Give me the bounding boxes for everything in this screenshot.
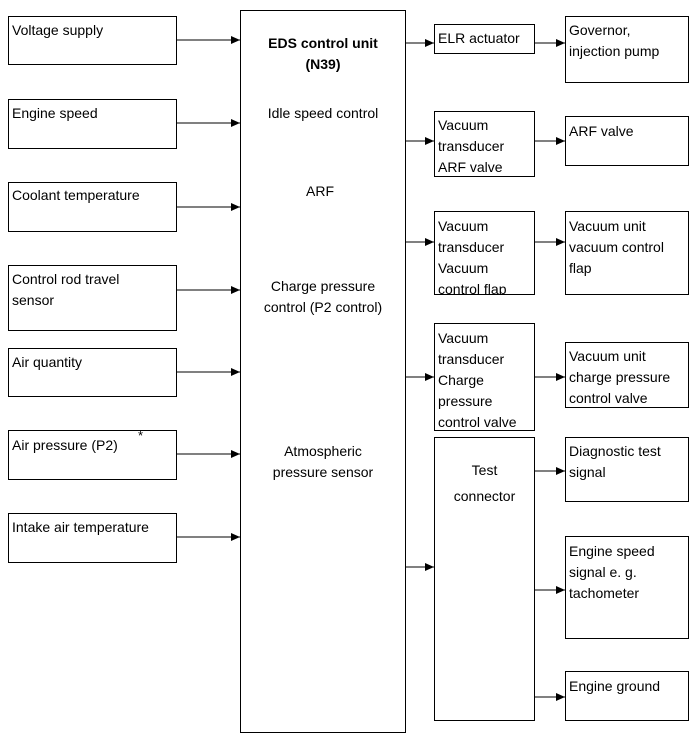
test-connector-label: Test connector [453,462,516,504]
input-box-air-pressure [8,430,177,480]
input-box-control-rod-travel [8,265,177,331]
function-idle-speed-control: Idle speed control [267,105,379,121]
air-pressure-footnote-marker: * [138,428,144,443]
input-box-engine-speed [8,99,177,149]
vacuum-unit-flap-label: Vacuum unit vacuum control flap [569,218,664,276]
input-label-coolant-temperature: Coolant temperature [12,187,140,203]
eds-control-unit-box [240,10,406,733]
input-label-engine-speed: Engine speed [12,105,98,121]
vacuum-unit-flap-box [565,211,689,295]
input-label-air-quantity: Air quantity [12,354,83,370]
input-box-air-quantity [8,348,177,397]
input-box-intake-air-temperature [8,513,177,563]
engine-speed-signal-label: Engine speed signal e. g. tachometer [569,543,655,601]
engine-speed-signal-box [565,536,689,639]
input-label-voltage-supply: Voltage supply [12,22,104,38]
input-label-control-rod-travel: Control rod travel sensor [12,271,120,308]
vacuum-unit-charge-label: Vacuum unit charge pressure control valv… [569,348,671,406]
diagnostic-test-signal-label: Diagnostic test signal [569,443,661,480]
governor-injection-pump-label: Governor, injection pump [569,22,660,59]
diagnostic-test-signal-box [565,437,689,502]
vacuum-transducer-flap-box [434,211,535,295]
engine-ground-label: Engine ground [569,678,661,694]
function-charge-pressure-control: Charge pressure control (P2 control) [263,278,383,315]
vacuum-transducer-arf-box [434,111,535,177]
function-atmospheric-pressure-sensor: Atmospheric pressure sensor [272,443,374,480]
vacuum-transducer-flap-label: Vacuum transducer Vacuum control flap [438,218,507,295]
elr-actuator-label: ELR actuator [438,30,520,46]
arf-valve-label: ARF valve [569,123,634,139]
input-label-air-pressure: Air pressure (P2) [12,437,118,453]
input-label-intake-air-temperature: Intake air temperature [12,519,149,535]
vacuum-transducer-charge-box [434,323,535,431]
engine-ground-box [565,671,689,721]
input-box-voltage-supply [8,16,177,65]
vacuum-transducer-charge-label: Vacuum transducer Charge pressure contro… [438,330,517,430]
test-connector-box [434,437,535,721]
governor-injection-pump-box [565,16,689,83]
vacuum-unit-charge-box [565,342,689,408]
vacuum-transducer-arf-label: Vacuum transducer ARF valve [438,117,505,175]
control-unit-title: EDS control unit (N39) [268,35,378,72]
input-box-coolant-temperature [8,182,177,232]
arf-valve-box [565,116,689,166]
function-arf: ARF [306,183,334,199]
elr-actuator-box [434,24,535,54]
